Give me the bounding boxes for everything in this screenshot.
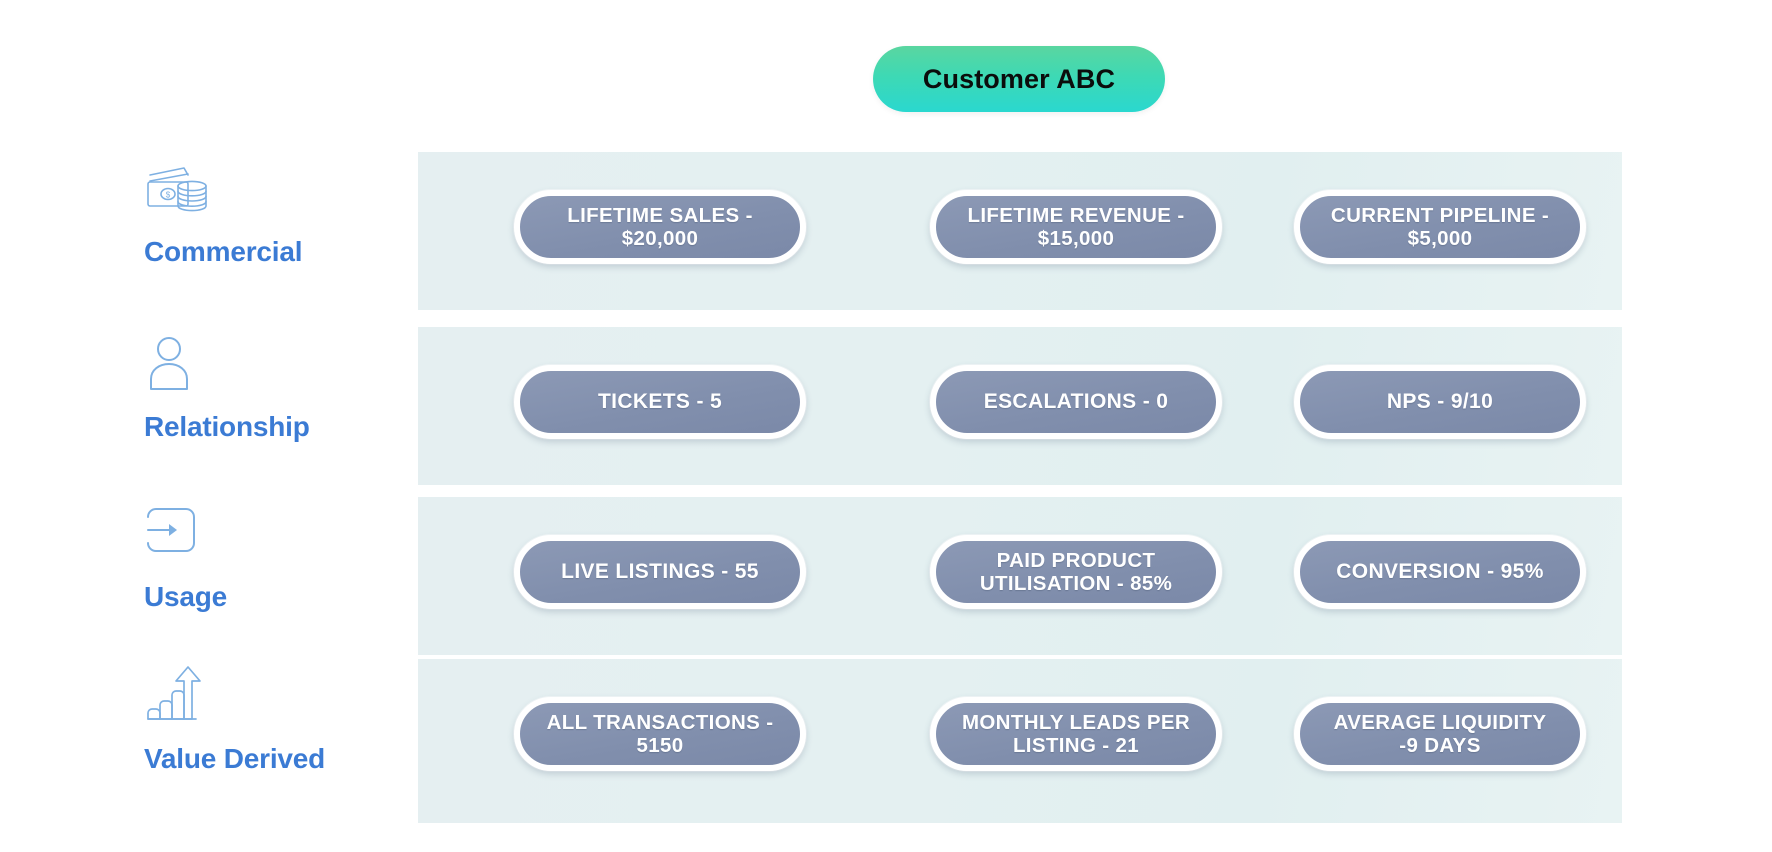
metric-pill-current-pipeline[interactable]: CURRENT PIPELINE -$5,000 (1294, 190, 1586, 264)
category-usage[interactable]: Usage (130, 497, 410, 655)
metric-pill-live-listings[interactable]: LIVE LISTINGS - 55 (514, 535, 806, 609)
metric-pill-conversion[interactable]: CONVERSION - 95% (1294, 535, 1586, 609)
metric-pill-label: CURRENT PIPELINE -$5,000 (1330, 203, 1550, 250)
metric-pill-label: AVERAGE LIQUIDITY-9 DAYS (1333, 710, 1547, 757)
metric-pill-label: LIFETIME REVENUE -$15,000 (967, 203, 1185, 250)
page-title: Customer ABC (922, 63, 1116, 94)
metric-pill-all-transactions[interactable]: ALL TRANSACTIONS -5150 (514, 697, 806, 771)
metric-pill-group: LIFETIME SALES -$20,000 LIFETIME REVENUE… (418, 152, 1622, 310)
person-icon (144, 333, 216, 399)
metric-row-value-derived: Value Derived ALL TRANSACTIONS -5150 MON… (0, 659, 1772, 823)
metric-pill-average-liquidity[interactable]: AVERAGE LIQUIDITY-9 DAYS (1294, 697, 1586, 771)
metric-pill-label: ALL TRANSACTIONS -5150 (546, 710, 774, 757)
metric-pill-label: TICKETS - 5 (597, 390, 723, 414)
metric-pill-lifetime-sales[interactable]: LIFETIME SALES -$20,000 (514, 190, 806, 264)
category-label: Value Derived (144, 743, 326, 774)
header: Customer ABC (0, 0, 1772, 130)
metric-pill-group: ALL TRANSACTIONS -5150 MONTHLY LEADS PER… (418, 659, 1622, 817)
category-label: Relationship (144, 411, 310, 442)
svg-text:$: $ (166, 191, 171, 200)
metric-pill-label: NPS - 9/10 (1386, 390, 1494, 414)
metric-pill-escalations[interactable]: ESCALATIONS - 0 (930, 365, 1222, 439)
metric-row-commercial: $ Commercial LIFETIME SALES -$20,000 LIF… (0, 152, 1772, 310)
metric-pill-label: CONVERSION - 95% (1336, 560, 1544, 584)
metric-pill-tickets[interactable]: TICKETS - 5 (514, 365, 806, 439)
growth-chart-arrow-icon (144, 665, 216, 731)
category-value-derived[interactable]: Value Derived (130, 659, 410, 817)
metric-pill-group: TICKETS - 5 ESCALATIONS - 0 NPS - 9/10 (418, 327, 1622, 485)
customer-title-pill[interactable]: Customer ABC (873, 46, 1165, 112)
category-commercial[interactable]: $ Commercial (130, 152, 410, 310)
category-label: Usage (144, 581, 228, 612)
cash-coins-icon: $ (144, 158, 216, 224)
metric-pill-label: LIVE LISTINGS - 55 (561, 560, 759, 584)
metric-row-relationship: Relationship TICKETS - 5 ESCALATIONS - 0… (0, 327, 1772, 485)
category-relationship[interactable]: Relationship (130, 327, 410, 485)
enter-arrow-icon (144, 503, 216, 569)
metric-pill-lifetime-revenue[interactable]: LIFETIME REVENUE -$15,000 (930, 190, 1222, 264)
metric-pill-label: ESCALATIONS - 0 (983, 390, 1169, 414)
metric-pill-label: LIFETIME SALES -$20,000 (567, 203, 753, 250)
category-label: Commercial (144, 236, 303, 267)
metric-pill-nps[interactable]: NPS - 9/10 (1294, 365, 1586, 439)
